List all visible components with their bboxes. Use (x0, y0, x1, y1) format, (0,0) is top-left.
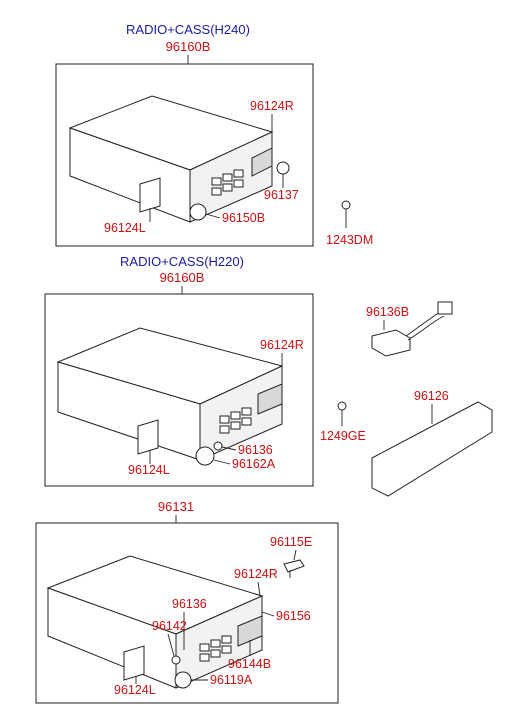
leader-line (213, 459, 231, 465)
label-96124r: 96124R (260, 338, 304, 352)
bracket-left (139, 177, 161, 213)
button (199, 643, 210, 652)
assembly-3-part-no: 96131 (158, 499, 194, 514)
clip (283, 559, 305, 573)
button (210, 649, 221, 658)
harness-connector (371, 329, 411, 357)
leader-line (257, 581, 261, 597)
button (221, 635, 232, 644)
button (222, 183, 233, 192)
screw-head (337, 401, 347, 411)
screw-2: 1249GE (320, 401, 366, 443)
button (230, 421, 241, 430)
label-96119a: 96119A (210, 673, 253, 687)
button (219, 415, 230, 424)
volume-knob (174, 671, 192, 689)
button (221, 645, 232, 654)
label-96124l: 96124L (128, 463, 170, 477)
harness: 96136B (366, 301, 453, 357)
label-96124l: 96124L (114, 683, 156, 697)
leader-line (205, 213, 221, 219)
label-96137: 96137 (264, 188, 299, 202)
radio-unit-3 (46, 555, 264, 689)
harness-wire (407, 315, 445, 341)
screw-1: 1243DM (326, 200, 373, 247)
assembly-1-part-no: 96160B (166, 39, 211, 54)
button (199, 653, 210, 662)
display-window (237, 615, 263, 647)
leader-line (293, 549, 297, 561)
volume-knob (195, 446, 215, 466)
bracket-left (137, 419, 159, 455)
label-96136: 96136 (238, 443, 273, 457)
bracket-left (123, 645, 145, 681)
screw-head (341, 200, 351, 210)
radio-faceplate (199, 365, 283, 461)
button (230, 411, 241, 420)
assembly-2: RADIO+CASS(H220) 96160B 96124R 96136 961… (44, 254, 314, 487)
button (219, 425, 230, 434)
button (233, 179, 244, 188)
label-96144b: 96144B (228, 657, 271, 671)
assembly-1-frame (55, 63, 314, 247)
label-1243dm: 1243DM (326, 233, 373, 247)
label-96126: 96126 (414, 389, 449, 403)
blank-panel: 96126 (371, 389, 493, 497)
small-knob (213, 441, 223, 451)
harness-plug (437, 301, 453, 315)
label-96162a: 96162A (232, 457, 276, 471)
label-96150b: 96150B (222, 211, 265, 225)
button (222, 173, 233, 182)
label-96124l: 96124L (104, 221, 146, 235)
assembly-3-frame (35, 522, 339, 704)
harness-wire (405, 311, 441, 337)
label-96156: 96156 (276, 609, 311, 623)
small-knob (171, 655, 181, 665)
assembly-2-title: RADIO+CASS(H220) (120, 254, 244, 269)
leader-line (167, 633, 175, 657)
radio-unit-1 (68, 95, 290, 223)
button (241, 417, 252, 426)
button (241, 407, 252, 416)
leader-line (261, 611, 275, 617)
label-96142: 96142 (152, 619, 187, 633)
button (211, 187, 222, 196)
leader-line (221, 446, 237, 451)
label-96136: 96136 (172, 597, 207, 611)
assembly-1: RADIO+CASS(H240) 96160B 96124R 96137 (55, 22, 314, 247)
button (211, 177, 222, 186)
assembly-2-part-no: 96160B (160, 270, 205, 285)
label-96124r: 96124R (250, 99, 294, 113)
assembly-3: 96131 96115E 96124R 96136 96156 (35, 499, 339, 704)
button (233, 169, 244, 178)
tuning-shaft (276, 161, 290, 175)
label-96115e: 96115E (270, 535, 312, 549)
volume-knob (189, 203, 207, 221)
panel-body (371, 401, 493, 497)
display-window (257, 383, 283, 415)
label-1249ge: 1249GE (320, 429, 366, 443)
display-window (251, 147, 273, 177)
radio-unit-2 (56, 327, 284, 466)
assembly-2-frame (44, 293, 314, 487)
button (210, 639, 221, 648)
label-96136b: 96136B (366, 305, 409, 319)
label-96124r: 96124R (234, 567, 278, 581)
assembly-1-title: RADIO+CASS(H240) (126, 22, 250, 37)
